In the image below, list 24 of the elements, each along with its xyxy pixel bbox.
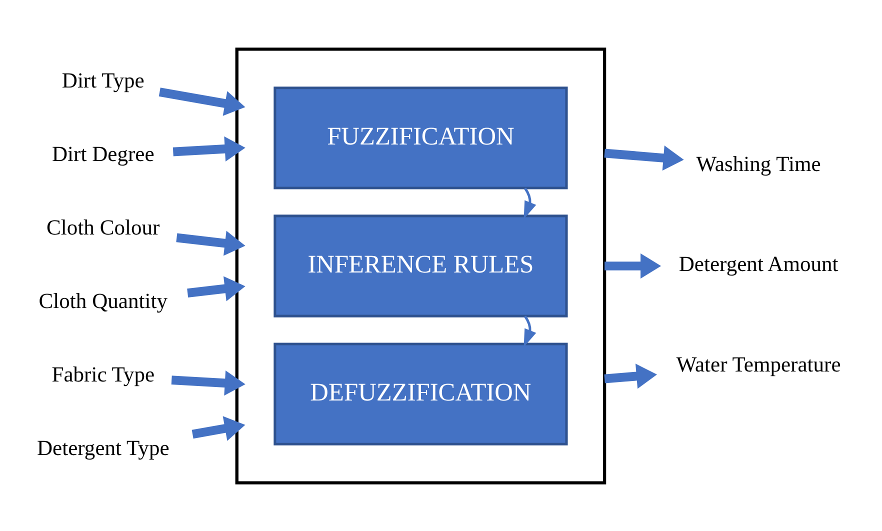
node-box: INFERENCE RULES — [274, 214, 568, 317]
node-text: Cloth Quantity — [38, 288, 168, 312]
node-text: Water Temperature — [676, 352, 841, 376]
arrow — [604, 252, 662, 278]
arrow — [192, 416, 246, 440]
arrow — [171, 370, 246, 396]
node-text: Fabric Type — [52, 362, 155, 386]
cluster — [235, 47, 606, 484]
node-text: Dirt Type — [62, 68, 144, 92]
node-text: Washing Time — [696, 152, 821, 176]
node-box: FUZZIFICATION — [274, 86, 568, 189]
arrow — [187, 276, 246, 301]
node-box: DEFUZZIFICATION — [274, 342, 568, 445]
arrow — [524, 187, 536, 219]
node-text: Detergent Amount — [678, 252, 838, 276]
node-text: Dirt Degree — [52, 141, 154, 166]
arrow — [172, 136, 246, 161]
arrow — [158, 87, 246, 116]
arrow — [524, 315, 536, 347]
arrow — [176, 230, 246, 256]
node-text: Cloth Colour — [46, 214, 160, 239]
node-text: Detergent Type — [36, 436, 170, 460]
arrow — [604, 145, 684, 170]
arrow — [604, 363, 658, 388]
